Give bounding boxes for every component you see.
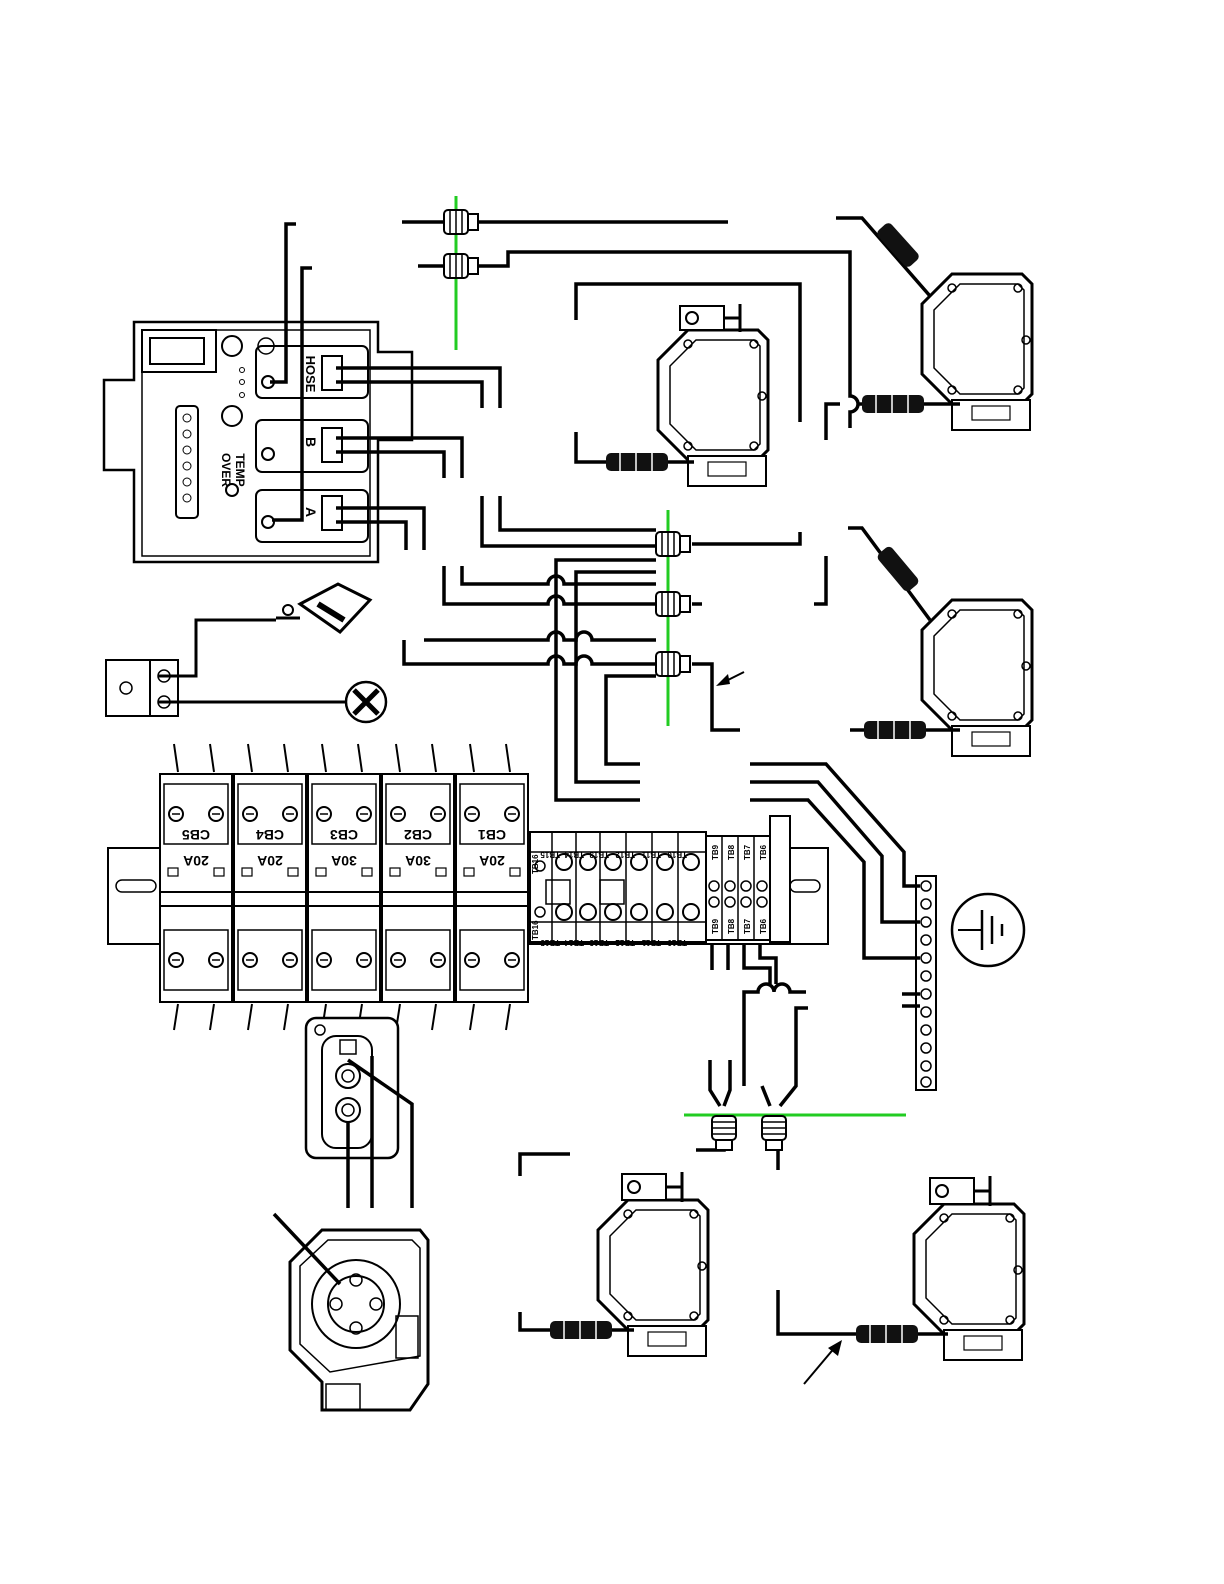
terminal-block-small	[106, 620, 346, 716]
svg-text:TB7: TB7	[743, 918, 752, 934]
fan-icon	[346, 682, 386, 722]
b-label: B	[303, 437, 319, 447]
svg-text:TB10: TB10	[667, 938, 687, 947]
svg-text:20A: 20A	[183, 853, 209, 869]
svg-text:TB16: TB16	[531, 920, 540, 940]
svg-text:CB5: CB5	[182, 827, 210, 843]
svg-text:TB8: TB8	[727, 844, 736, 860]
svg-text:TB6: TB6	[759, 918, 768, 934]
lower-cable-glands	[712, 1116, 786, 1150]
power-plug-icon	[276, 584, 370, 632]
ground-symbol-icon	[952, 894, 1024, 966]
svg-text:TB11: TB11	[641, 850, 661, 859]
gun-control-box	[306, 1018, 412, 1208]
svg-text:TB10: TB10	[667, 850, 687, 859]
svg-text:TB7: TB7	[743, 844, 752, 860]
circuit-breakers: CB5 20A CB4 20A CB3 30A CB2 30A CB1 20A	[160, 744, 528, 1030]
breaker-cb4: CB4 20A	[234, 744, 306, 1030]
terminal-blocks-large: TB16 TB15 TB14 TB13 TB12 TB11 TB10 TB16 …	[530, 832, 706, 947]
terminal-blocks-small: TB9 TB8 TB7 TB6 TB9 TB8 TB7 TB6	[706, 816, 790, 942]
svg-text:TB9: TB9	[711, 844, 720, 860]
a-label: A	[303, 507, 319, 517]
breaker-cb2: CB2 30A	[382, 744, 454, 1030]
svg-text:TB16: TB16	[531, 854, 540, 874]
svg-text:30A: 30A	[331, 853, 357, 869]
svg-text:TB15: TB15	[540, 850, 560, 859]
svg-text:TB15: TB15	[540, 938, 560, 947]
manifold-bottom-right	[778, 1176, 1024, 1384]
svg-text:20A: 20A	[257, 853, 283, 869]
svg-text:TB13: TB13	[589, 938, 609, 947]
ground-bar	[916, 876, 936, 1090]
svg-text:TB13: TB13	[589, 850, 609, 859]
breaker-cb1: CB1 20A	[456, 744, 528, 1030]
svg-text:TB9: TB9	[711, 918, 720, 934]
spray-gun	[274, 1214, 428, 1410]
middle-cable-glands	[404, 496, 826, 800]
svg-text:20A: 20A	[479, 853, 505, 869]
svg-text:CB1: CB1	[478, 827, 506, 843]
hose-label: HOSE	[303, 356, 318, 393]
svg-text:TB14: TB14	[564, 938, 584, 947]
svg-text:TB11: TB11	[641, 938, 661, 947]
temperature-controller: OVER TEMP HOSE B A	[104, 322, 412, 562]
svg-text:TB8: TB8	[727, 918, 736, 934]
svg-text:CB2: CB2	[404, 827, 432, 843]
svg-text:TB12: TB12	[615, 938, 635, 947]
manifold-top-center	[576, 284, 800, 486]
breaker-cb5: CB5 20A	[160, 744, 232, 1030]
manifold-bottom-center	[520, 1154, 708, 1356]
temp-label: TEMP	[233, 453, 247, 486]
svg-text:TB12: TB12	[615, 850, 635, 859]
svg-text:TB6: TB6	[759, 844, 768, 860]
breaker-cb3: CB3 30A	[308, 744, 380, 1030]
manifold-middle-right	[848, 528, 1032, 756]
svg-text:CB3: CB3	[330, 827, 358, 843]
svg-text:CB4: CB4	[256, 827, 284, 843]
top-cable-glands	[402, 210, 858, 428]
over-label: OVER	[219, 453, 233, 487]
svg-text:TB14: TB14	[564, 850, 584, 859]
svg-text:30A: 30A	[405, 853, 431, 869]
